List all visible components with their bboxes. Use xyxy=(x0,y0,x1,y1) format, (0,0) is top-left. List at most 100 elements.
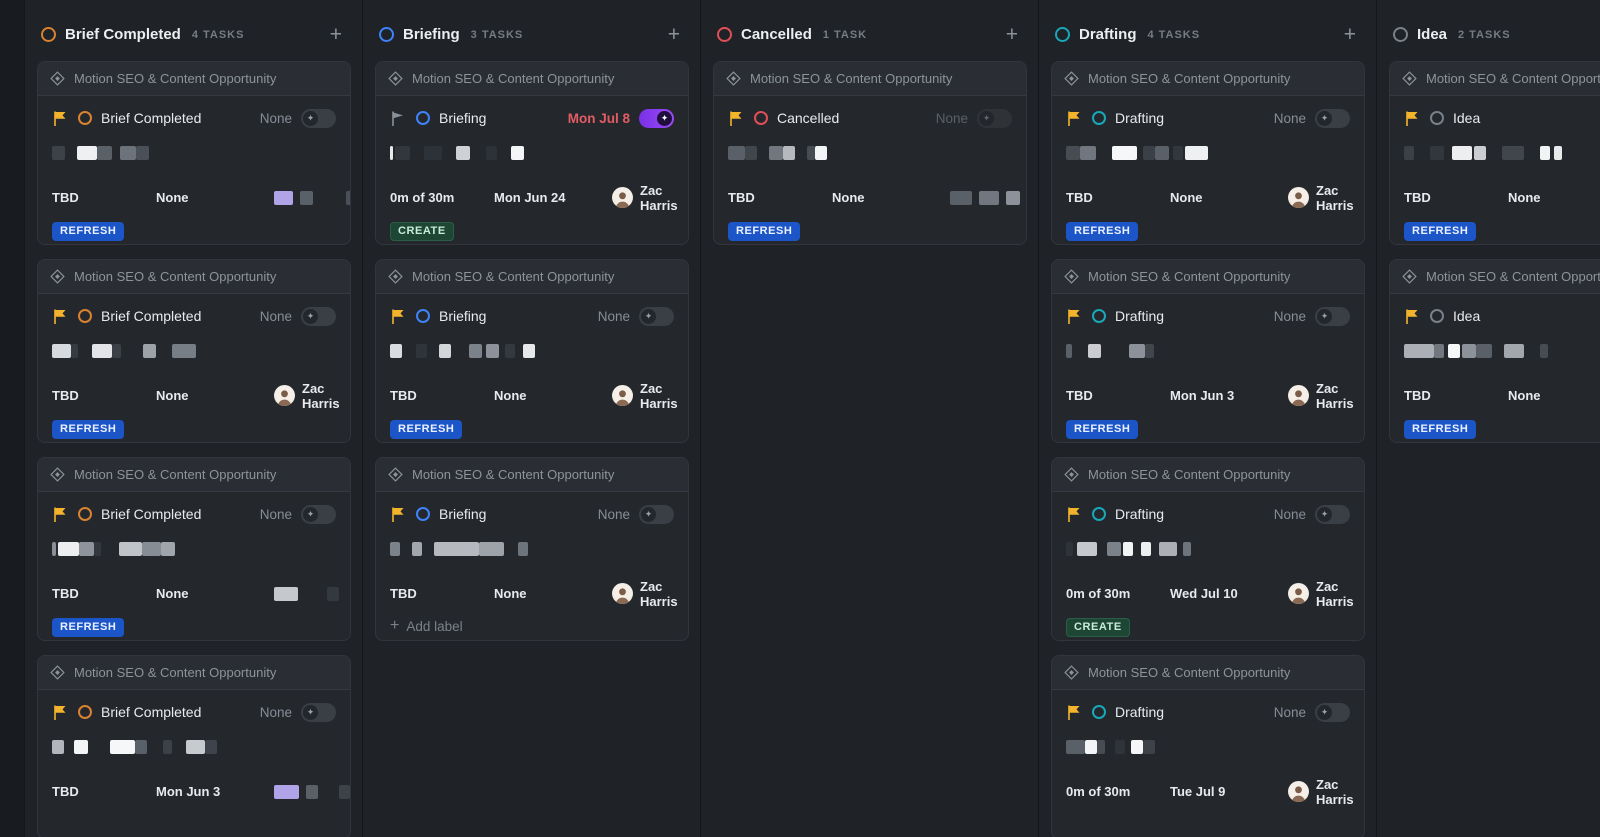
card-header[interactable]: Motion SEO & Content Opportunity xyxy=(1052,656,1364,690)
assignee[interactable]: Zac Harris xyxy=(612,381,678,411)
card-header[interactable]: Motion SEO & Content Opportunity xyxy=(38,458,350,492)
assignee[interactable] xyxy=(274,586,350,601)
assignee[interactable] xyxy=(274,784,350,799)
card-header[interactable]: Motion SEO & Content Opportunity xyxy=(38,62,350,96)
flag-icon[interactable] xyxy=(52,308,69,325)
task-card[interactable]: Motion SEO & Content Opportunity Brief C… xyxy=(37,259,351,443)
card-header[interactable]: Motion SEO & Content Opportunity xyxy=(376,62,688,96)
assignee[interactable]: Zac Harris xyxy=(612,579,678,609)
due-date-label[interactable]: None xyxy=(1273,308,1306,324)
status-ring-icon[interactable] xyxy=(754,111,768,125)
flag-icon[interactable] xyxy=(52,704,69,721)
add-task-button[interactable]: + xyxy=(329,23,342,46)
status-ring-icon[interactable] xyxy=(416,111,430,125)
due-date-label[interactable]: None xyxy=(259,110,292,126)
task-card[interactable]: Motion SEO & Content Opportunity Idea No… xyxy=(1389,61,1600,245)
task-card[interactable]: Motion SEO & Content Opportunity Draftin… xyxy=(1051,61,1365,245)
flag-icon[interactable] xyxy=(1404,308,1421,325)
task-card[interactable]: Motion SEO & Content Opportunity Briefin… xyxy=(375,259,689,443)
add-label-button[interactable]: +Add label xyxy=(390,617,463,634)
flag-icon[interactable] xyxy=(390,110,407,127)
ai-toggle[interactable]: ✦ xyxy=(639,108,674,128)
ai-toggle[interactable]: ✦ xyxy=(639,504,674,524)
add-task-button[interactable]: + xyxy=(667,23,680,46)
ai-toggle[interactable]: ✦ xyxy=(301,108,336,128)
add-task-button[interactable]: + xyxy=(1005,23,1018,46)
task-card[interactable]: Motion SEO & Content Opportunity Briefin… xyxy=(375,61,689,245)
ai-toggle[interactable]: ✦ xyxy=(301,504,336,524)
flag-icon[interactable] xyxy=(390,308,407,325)
ai-toggle[interactable]: ✦ xyxy=(301,306,336,326)
status-ring-icon[interactable] xyxy=(78,111,92,125)
status-ring-icon[interactable] xyxy=(416,309,430,323)
status-ring-icon[interactable] xyxy=(78,309,92,323)
assignee[interactable]: Zac Harris xyxy=(612,183,678,213)
card-header[interactable]: Motion SEO & Content Opportunity xyxy=(376,260,688,294)
ai-toggle[interactable]: ✦ xyxy=(977,108,1012,128)
due-date-label[interactable]: None xyxy=(935,110,968,126)
flag-icon[interactable] xyxy=(52,110,69,127)
refresh-badge[interactable]: REFRESH xyxy=(390,420,463,439)
status-ring-icon[interactable] xyxy=(1092,507,1106,521)
due-date-label[interactable]: None xyxy=(597,506,630,522)
task-card[interactable]: Motion SEO & Content Opportunity Draftin… xyxy=(1051,457,1365,641)
due-date-label[interactable]: None xyxy=(259,506,292,522)
task-card[interactable]: Motion SEO & Content Opportunity Brief C… xyxy=(37,457,351,641)
ai-toggle[interactable]: ✦ xyxy=(1315,108,1350,128)
card-header[interactable]: Motion SEO & Content Opportunity xyxy=(1390,62,1600,96)
ai-toggle[interactable]: ✦ xyxy=(1315,306,1350,326)
create-badge[interactable]: CREATE xyxy=(390,222,454,241)
refresh-badge[interactable]: REFRESH xyxy=(52,618,125,637)
flag-icon[interactable] xyxy=(1066,704,1083,721)
refresh-badge[interactable]: REFRESH xyxy=(1066,420,1139,439)
flag-icon[interactable] xyxy=(52,506,69,523)
assignee[interactable]: Zac Harris xyxy=(1288,381,1354,411)
task-card[interactable]: Motion SEO & Content Opportunity Brief C… xyxy=(37,61,351,245)
task-card[interactable]: Motion SEO & Content Opportunity Briefin… xyxy=(375,457,689,641)
card-header[interactable]: Motion SEO & Content Opportunity xyxy=(1052,62,1364,96)
card-header[interactable]: Motion SEO & Content Opportunity xyxy=(376,458,688,492)
due-date-label[interactable]: None xyxy=(259,308,292,324)
status-ring-icon[interactable] xyxy=(1092,111,1106,125)
due-date-label[interactable]: None xyxy=(1273,110,1306,126)
assignee[interactable] xyxy=(274,190,350,205)
card-header[interactable]: Motion SEO & Content Opportunity xyxy=(1052,260,1364,294)
assignee[interactable]: Zac Harris xyxy=(1288,777,1354,807)
assignee[interactable]: Zac Harris xyxy=(274,381,340,411)
create-badge[interactable]: CREATE xyxy=(1066,618,1130,637)
assignee[interactable]: Zac Harris xyxy=(1288,579,1354,609)
refresh-badge[interactable]: REFRESH xyxy=(728,222,801,241)
refresh-badge[interactable]: REFRESH xyxy=(1404,222,1477,241)
flag-icon[interactable] xyxy=(390,506,407,523)
refresh-badge[interactable]: REFRESH xyxy=(1066,222,1139,241)
add-task-button[interactable]: + xyxy=(1343,23,1356,46)
flag-icon[interactable] xyxy=(1066,110,1083,127)
status-ring-icon[interactable] xyxy=(1430,309,1444,323)
due-date-label[interactable]: None xyxy=(1273,704,1306,720)
task-card[interactable]: Motion SEO & Content Opportunity Draftin… xyxy=(1051,655,1365,837)
card-header[interactable]: Motion SEO & Content Opportunity xyxy=(38,656,350,690)
ai-toggle[interactable]: ✦ xyxy=(1315,504,1350,524)
flag-icon[interactable] xyxy=(1066,308,1083,325)
task-card[interactable]: Motion SEO & Content Opportunity Brief C… xyxy=(37,655,351,837)
due-date-label[interactable]: None xyxy=(259,704,292,720)
refresh-badge[interactable]: REFRESH xyxy=(1404,420,1477,439)
task-card[interactable]: Motion SEO & Content Opportunity Cancell… xyxy=(713,61,1027,245)
card-header[interactable]: Motion SEO & Content Opportunity xyxy=(38,260,350,294)
assignee[interactable] xyxy=(950,190,1026,205)
flag-icon[interactable] xyxy=(728,110,745,127)
status-ring-icon[interactable] xyxy=(1092,705,1106,719)
card-header[interactable]: Motion SEO & Content Opportunity xyxy=(1390,260,1600,294)
ai-toggle[interactable]: ✦ xyxy=(301,702,336,722)
ai-toggle[interactable]: ✦ xyxy=(639,306,674,326)
card-header[interactable]: Motion SEO & Content Opportunity xyxy=(714,62,1026,96)
refresh-badge[interactable]: REFRESH xyxy=(52,222,125,241)
status-ring-icon[interactable] xyxy=(1430,111,1444,125)
status-ring-icon[interactable] xyxy=(78,507,92,521)
status-ring-icon[interactable] xyxy=(78,705,92,719)
assignee[interactable]: Zac Harris xyxy=(1288,183,1354,213)
due-date-label[interactable]: None xyxy=(597,308,630,324)
due-date-label[interactable]: Mon Jul 8 xyxy=(567,110,630,126)
status-ring-icon[interactable] xyxy=(416,507,430,521)
refresh-badge[interactable]: REFRESH xyxy=(52,420,125,439)
